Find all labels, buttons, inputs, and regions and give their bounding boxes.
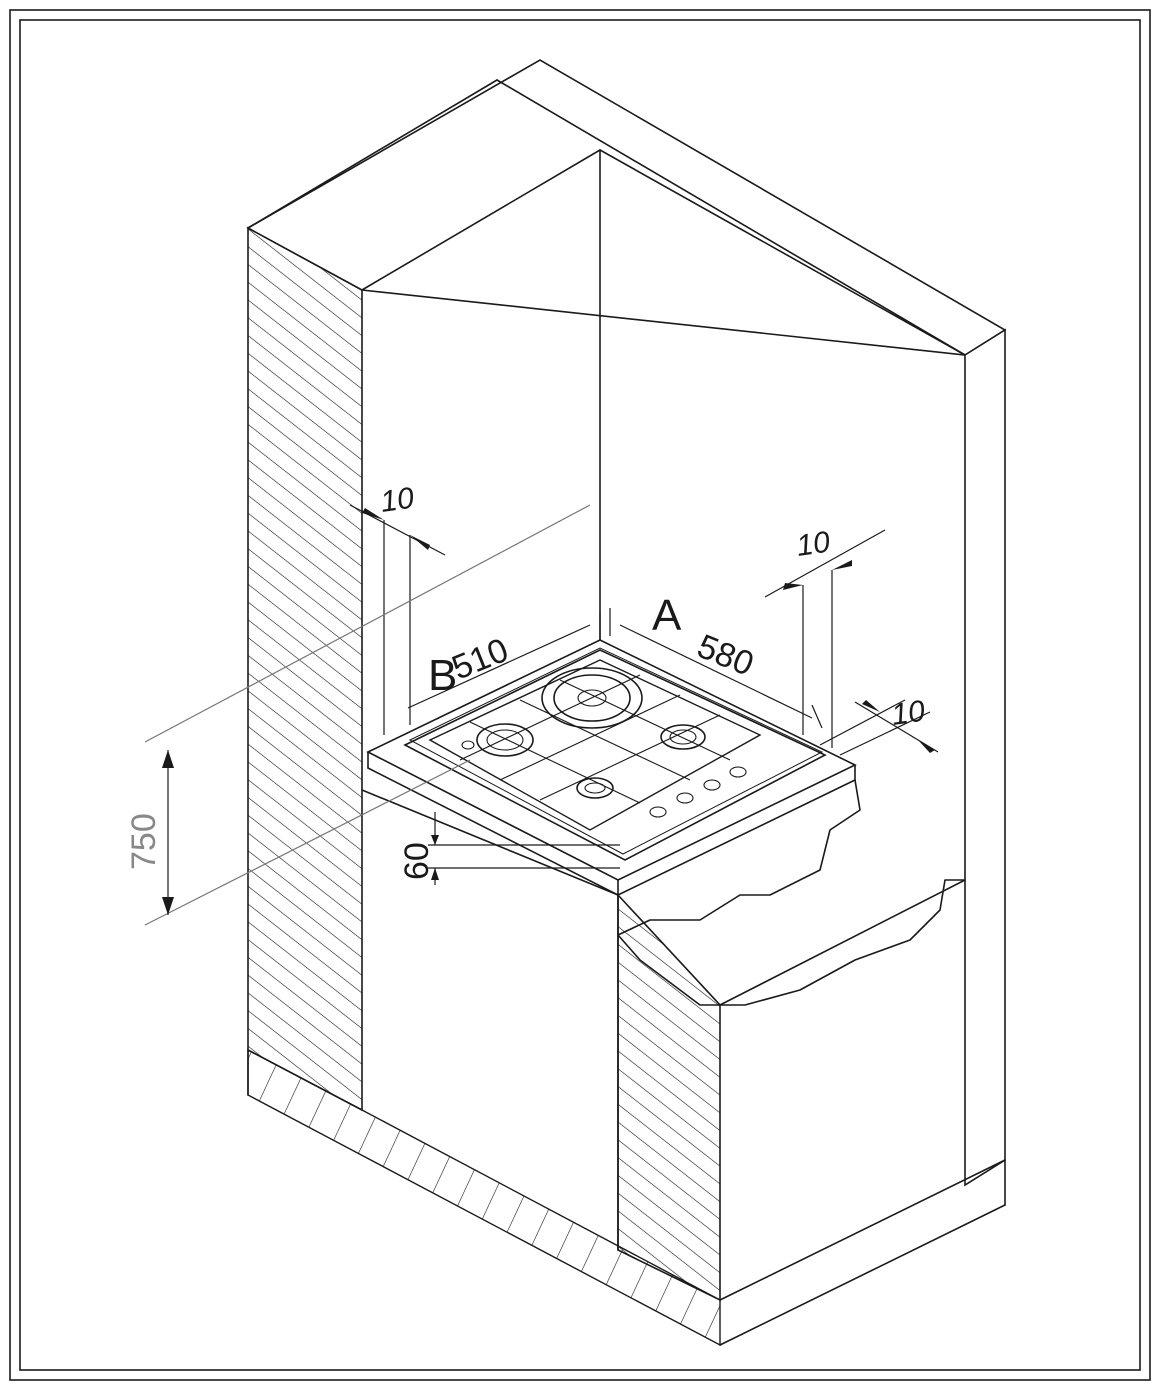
cabinet: [361, 789, 966, 1302]
gap-right-front-label: 10: [889, 695, 927, 732]
gap-left-label: 10: [378, 482, 416, 519]
dimension-a-value: 580: [692, 627, 759, 683]
height-label: 750: [125, 813, 163, 870]
inner-frame: [19, 19, 1141, 1371]
outer-frame: [9, 9, 1151, 1381]
dimension-a-letter: A: [652, 591, 682, 640]
right-wall: [964, 328, 1006, 1187]
hob-depth-label: 60: [398, 842, 436, 880]
dimension-b-value: 510: [447, 631, 514, 687]
floor-strip: [247, 1048, 1006, 1347]
dimension-lines: [144, 504, 939, 926]
dimension-b-letter: B: [428, 651, 457, 700]
left-wall: [246, 59, 1007, 1112]
gap-right-top-label: 10: [794, 526, 832, 563]
back-wall: [599, 149, 966, 641]
hob: [403, 647, 827, 861]
